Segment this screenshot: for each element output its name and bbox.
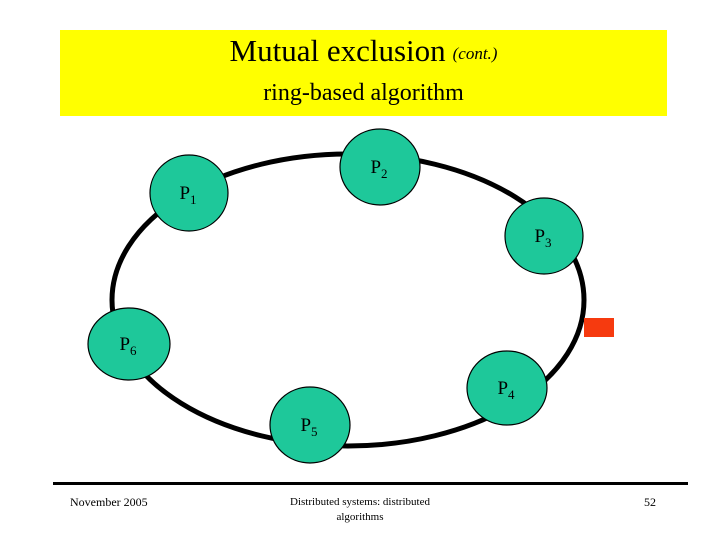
ring-node-p4[interactable]: P4	[466, 350, 548, 426]
footer-subject: Distributed systems: distributed algorit…	[200, 495, 520, 525]
ring-node-circle-p5	[269, 386, 351, 464]
ring-node-p3[interactable]: P3	[504, 197, 584, 275]
title-subtitle: ring-based algorithm	[263, 80, 464, 106]
ring-node-circle-p6	[87, 307, 171, 381]
ring-node-label-p4: P4	[497, 378, 515, 402]
ring-node-label-p2: P2	[370, 157, 387, 181]
ring-node-label-p6: P6	[119, 334, 137, 358]
ring-node-circle-p1	[149, 154, 229, 232]
ring-node-label-p3: P3	[534, 226, 551, 250]
ring-node-p2[interactable]: P2	[339, 128, 421, 206]
ring-node-label-p5: P5	[300, 415, 317, 439]
title-cont-text: (cont.)	[452, 44, 498, 63]
ring-node-p6[interactable]: P6	[87, 307, 171, 381]
footer-subject-line1: Distributed systems: distributed	[290, 496, 430, 508]
ring-node-p1[interactable]: P1	[149, 154, 229, 232]
ring-node-label-p1: P1	[179, 183, 196, 207]
ring-node-circle-p3	[504, 197, 584, 275]
ring-node-p5[interactable]: P5	[269, 386, 351, 464]
title-band: Mutual exclusion (cont.) ring-based algor…	[60, 30, 667, 116]
footer-page-number: 52	[644, 495, 656, 509]
footer-subject-line2: algorithms	[336, 510, 384, 523]
token-marker[interactable]	[584, 318, 614, 337]
footer-divider	[53, 482, 688, 485]
title-main-text: Mutual exclusion	[229, 33, 446, 68]
ring-node-circle-p4	[466, 350, 548, 426]
footer-date: November 2005	[70, 495, 148, 509]
ring-node-circle-p2	[339, 128, 421, 206]
title-heading: Mutual exclusion (cont.)	[60, 35, 667, 66]
